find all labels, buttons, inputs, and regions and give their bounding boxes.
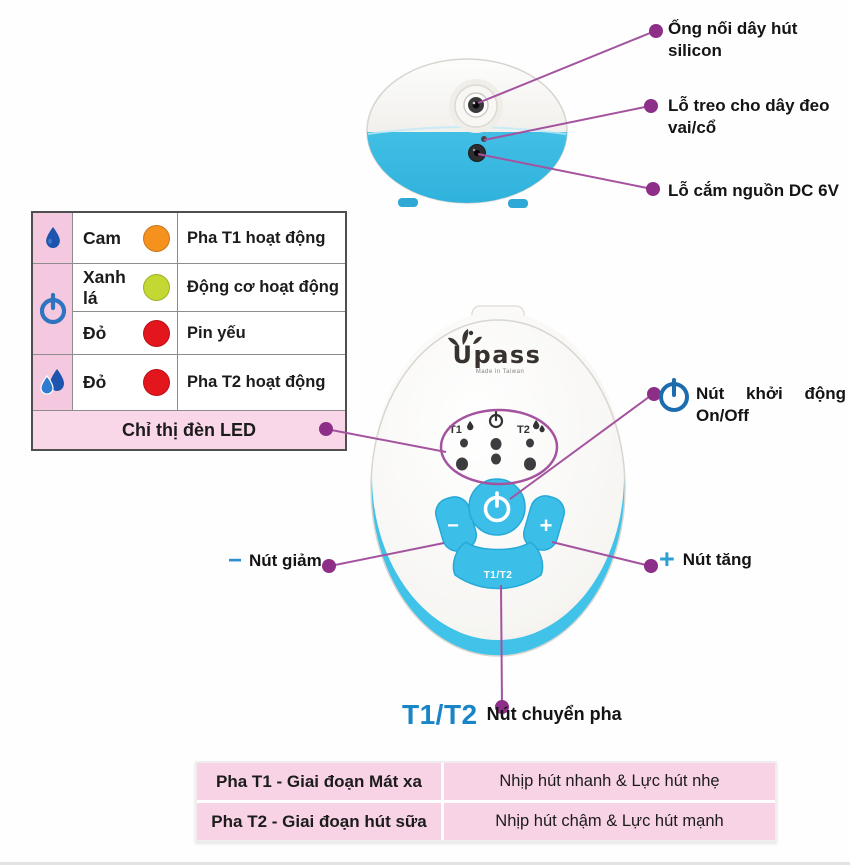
label-phase-button: T1/T2 Nút chuyển pha bbox=[402, 699, 622, 730]
single-droplet-icon bbox=[33, 213, 72, 263]
led-legend-table: Cam Pha T1 hoạt động Xanh lá Động cơ hoạ… bbox=[31, 211, 347, 451]
led-color-swatch bbox=[143, 319, 170, 347]
droplet-mark bbox=[539, 425, 545, 433]
callout-dots bbox=[319, 24, 663, 714]
phase-button bbox=[452, 541, 544, 590]
legend-row-name: Xanh lá bbox=[72, 263, 177, 311]
decrease-button bbox=[435, 496, 477, 552]
legend-row-desc: Động cơ hoạt động bbox=[177, 263, 345, 311]
label-strap-hole: Lỗ treo cho dây đeo vai/cổ bbox=[668, 96, 830, 138]
brand-text: Upass bbox=[453, 341, 542, 369]
label-decrease-button: − Nút giảm bbox=[228, 547, 322, 575]
color-name: Xanh lá bbox=[83, 266, 126, 308]
color-name: Đỏ bbox=[83, 372, 107, 392]
label-dc-socket: Lỗ cắm nguồn DC 6V bbox=[668, 181, 839, 200]
color-name: Đỏ bbox=[83, 322, 107, 343]
callout-line-dc bbox=[477, 153, 653, 190]
phase-t1-name: Pha T1 - Giai đoạn Mát xa bbox=[197, 763, 441, 800]
power-button bbox=[468, 478, 526, 536]
callout-line-power bbox=[509, 393, 654, 500]
increase-button bbox=[523, 495, 565, 551]
legend-row-desc: Pha T1 hoạt động bbox=[177, 213, 345, 263]
power-mark bbox=[488, 410, 504, 429]
legend-row-desc: Pha T2 hoạt động bbox=[177, 354, 345, 410]
phase-t1-desc: Nhịp hút nhanh & Lực hút nhẹ bbox=[444, 763, 775, 800]
increase-button-glyph: + bbox=[540, 513, 553, 538]
power-icon bbox=[33, 263, 72, 354]
phase-button-label: T1/T2 bbox=[484, 570, 513, 581]
device-foot bbox=[508, 199, 528, 208]
double-droplet-icon bbox=[33, 354, 72, 410]
led-t2-label: T2 bbox=[517, 424, 530, 436]
callout-line-decrease bbox=[329, 542, 445, 567]
device-top-view bbox=[366, 58, 568, 208]
callout-line-strap bbox=[483, 105, 651, 141]
page-bottom-divider bbox=[0, 862, 850, 865]
t1t2-symbol: T1/T2 bbox=[402, 699, 478, 730]
legend-row-name: Đỏ bbox=[72, 311, 177, 354]
phase-t2-name: Pha T2 - Giai đoạn hút sữa bbox=[197, 803, 441, 840]
label-increase-button: + Nút tăng bbox=[659, 544, 752, 574]
phase-t2-desc: Nhịp hút chậm & Lực hút mạnh bbox=[444, 803, 775, 840]
callout-line-tube bbox=[477, 30, 656, 104]
legend-row-name: Cam bbox=[72, 213, 177, 263]
color-name: Cam bbox=[83, 227, 121, 248]
device-foot bbox=[398, 198, 418, 207]
phase-table: Pha T1 - Giai đoạn Mát xa Nhịp hút nhanh… bbox=[195, 761, 777, 842]
device-top-cap bbox=[471, 305, 525, 327]
legend-row-name: Đỏ bbox=[72, 354, 177, 410]
droplet-mark bbox=[533, 420, 540, 430]
callout-line-phase bbox=[500, 584, 503, 707]
dc-socket bbox=[468, 144, 486, 162]
label-power-button: Nút khởi động On/Off bbox=[696, 384, 846, 426]
led-indicator-panel: T1 T2 bbox=[449, 410, 545, 471]
tube-connector-nozzle bbox=[449, 79, 503, 133]
brand-logo: Upass Made in Taiwan bbox=[448, 329, 542, 375]
callout-line-increase bbox=[551, 541, 651, 567]
brand-subtext: Made in Taiwan bbox=[476, 369, 525, 375]
led-color-swatch bbox=[143, 274, 170, 301]
plus-icon: + bbox=[659, 544, 675, 574]
label-tube-connector: Ống nối dây hút silicon bbox=[668, 19, 798, 61]
decrease-button-glyph: − bbox=[447, 515, 459, 537]
led-color-swatch bbox=[143, 369, 170, 396]
strap-hole bbox=[481, 136, 487, 142]
minus-icon: − bbox=[228, 547, 243, 575]
legend-footer: Chỉ thị đèn LED bbox=[33, 410, 345, 449]
power-onoff-icon bbox=[659, 378, 689, 412]
callout-lines bbox=[325, 30, 656, 707]
led-color-swatch bbox=[143, 224, 170, 252]
device-blue-base bbox=[367, 132, 567, 203]
legend-row-desc: Pin yếu bbox=[177, 311, 345, 354]
droplet-mark bbox=[467, 421, 474, 431]
led-t1-label: T1 bbox=[449, 424, 462, 436]
device-blue-rim bbox=[371, 320, 625, 656]
led-panel-highlight-ellipse bbox=[439, 408, 559, 486]
device-front-view: Upass Made in Taiwan T1 T2 bbox=[370, 305, 626, 657]
button-cluster: − + T1/T2 bbox=[435, 478, 565, 590]
